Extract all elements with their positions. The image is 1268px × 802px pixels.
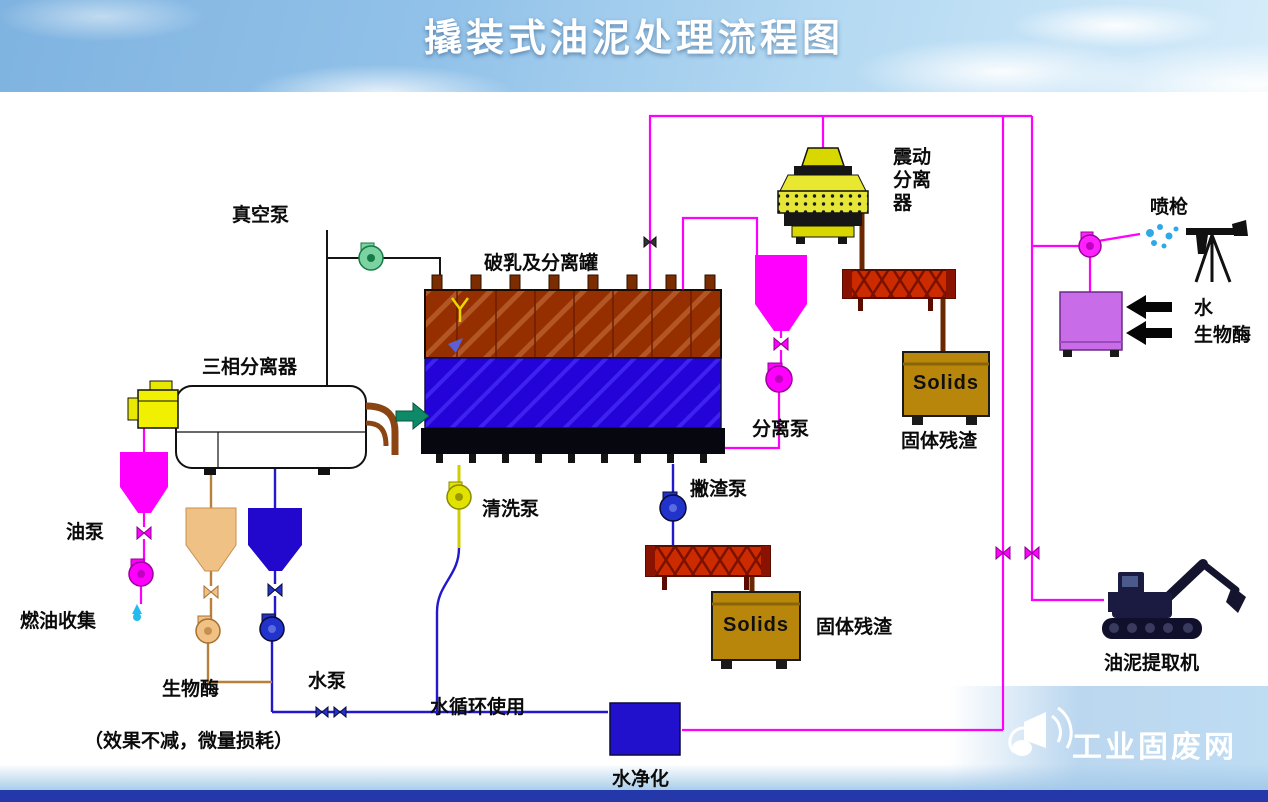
label-solid-residue-top: 固体残渣: [901, 431, 978, 452]
valve-icon: [203, 584, 219, 600]
demulsification-tank: [421, 274, 725, 463]
label-cleaning-pump: 清洗泵: [482, 499, 540, 520]
label-water-pump: 水泵: [308, 671, 347, 692]
valve-icon: [773, 336, 789, 352]
note-text: （效果不减，微量损耗）: [84, 731, 294, 752]
label-separation-pump: 分离泵: [752, 419, 810, 440]
water-hopper-pump-icon: [259, 613, 285, 642]
valve-icon: [1024, 545, 1040, 561]
oil-pump-icon: [128, 558, 154, 587]
separation-pump-icon: [765, 362, 793, 393]
label-sludge-extractor: 油泥提取机: [1104, 653, 1200, 674]
separator-outlet-pipes: [365, 402, 399, 455]
water-hopper: [248, 508, 302, 571]
label-solids-bottom: Solids: [722, 614, 789, 636]
title-bar: 撬装式油泥处理流程图: [0, 0, 1268, 92]
label-vacuum-pump: 真空泵: [232, 205, 290, 226]
level-gauge-icon: [450, 297, 470, 322]
screw-conveyor-top: [842, 269, 956, 311]
valve-icons: [136, 235, 1040, 719]
label-solids-top: Solids: [912, 372, 979, 394]
page-title: 撬装式油泥处理流程图: [423, 18, 844, 60]
label-water-recycle: 水循环使用: [430, 697, 526, 718]
label-vibrating-separator: 震动分离器: [893, 147, 932, 215]
cleaning-pump-icon: [446, 481, 472, 510]
screw-conveyor-bottom: [645, 545, 771, 590]
pipes-magenta: [139, 114, 1141, 732]
three-phase-separator: [127, 380, 367, 475]
inflow-arrow-icons: [1126, 295, 1172, 345]
valve-icon: [267, 582, 283, 598]
oil-hopper: [120, 452, 168, 513]
label-skimming-pump: 撇渣泵: [690, 479, 748, 500]
separator-hopper: [755, 255, 807, 331]
fuel-drip-icon: [132, 604, 142, 621]
label-solid-residue-bottom: 固体残渣: [816, 617, 893, 638]
footer-bar: [0, 790, 1268, 802]
solids-box-top: [902, 351, 990, 425]
bioenzyme-water-tank: [1059, 291, 1123, 357]
skimming-pump-icon: [659, 491, 687, 522]
label-demulsification-tank: 破乳及分离罐: [484, 253, 599, 274]
valve-icon: [333, 705, 347, 719]
label-water-in: 水: [1194, 298, 1214, 319]
excavator-icon: [1102, 559, 1246, 639]
valve-icon: [995, 545, 1011, 561]
solids-box-bottom: [711, 591, 801, 669]
flow-arrow-icon: [395, 401, 430, 431]
vibrating-separator-shape: [777, 147, 869, 244]
spray-pump-icon: [1078, 231, 1102, 258]
footer-light-band: [0, 764, 1268, 790]
water-purification-box: [609, 702, 681, 756]
enzyme-hopper: [185, 507, 237, 572]
label-three-phase-separator: 三相分离器: [202, 357, 298, 378]
spray-mist-icon: [1146, 224, 1179, 249]
pipes-tan: [206, 468, 272, 684]
vacuum-pump-icon: [358, 242, 384, 271]
label-bio-enzyme-left: 生物酶: [162, 679, 220, 700]
watermark-icon: [1008, 706, 1073, 756]
valve-icon: [315, 705, 329, 719]
pipes-black: [326, 230, 441, 386]
valve-icon: [136, 525, 152, 541]
label-fuel-oil-collection: 燃油收集: [20, 611, 97, 632]
label-bio-enzyme-right: 生物酶: [1194, 325, 1252, 346]
label-water-purification: 水净化: [612, 769, 670, 790]
label-spray-gun: 喷枪: [1150, 197, 1189, 218]
flow-mark: [448, 338, 463, 353]
label-oil-pump: 油泵: [66, 522, 105, 543]
spray-gun-icon: [1186, 220, 1248, 283]
enzyme-pump-icon: [195, 615, 221, 644]
valve-icon: [643, 235, 657, 249]
watermark-text: 工业固废网: [1072, 731, 1237, 764]
